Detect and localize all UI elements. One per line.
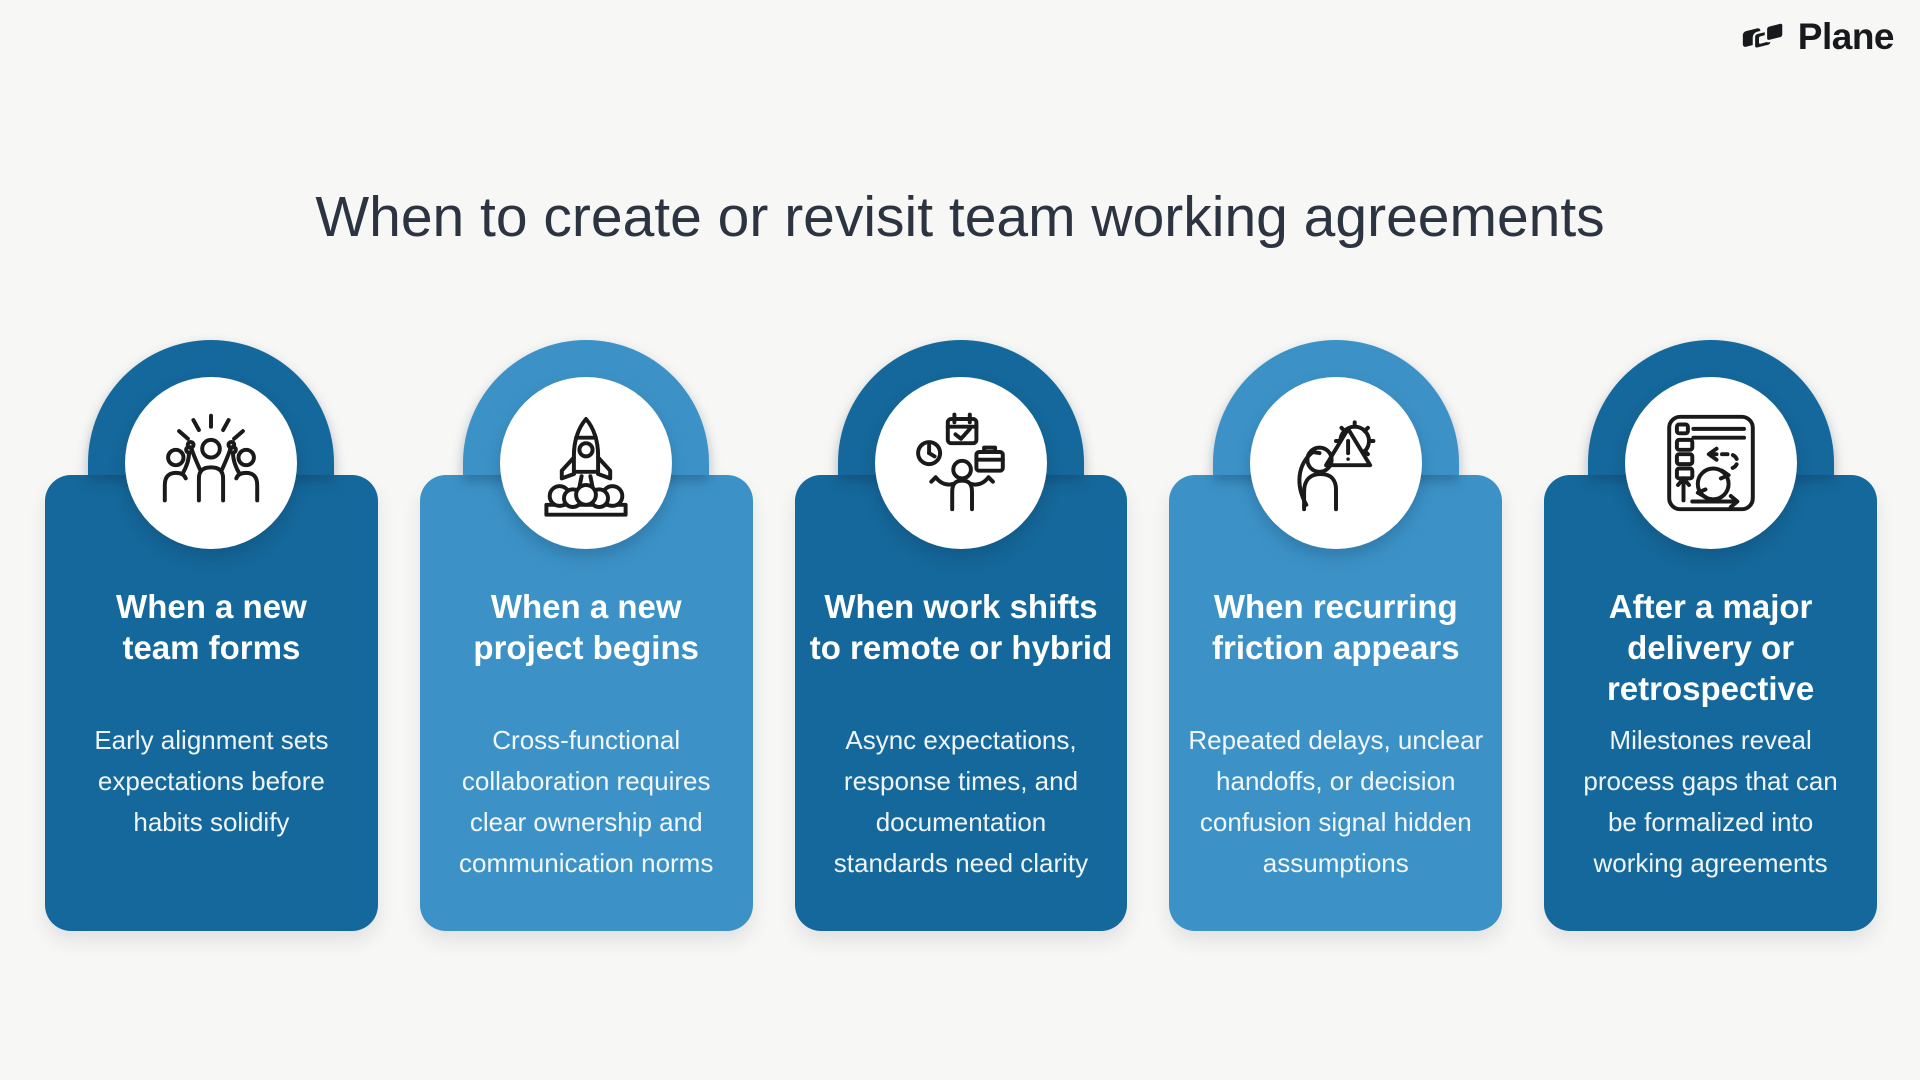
card-body: Repeated delays, unclear handoffs, or de… [1188, 725, 1484, 878]
card-title: When a new project begins [473, 588, 699, 666]
card-recurring-friction: When recurring friction appears Repeated… [1169, 340, 1503, 931]
card-panel: After a major delivery or retrospective … [1544, 475, 1877, 931]
card-new-project: When a new project begins Cross-function… [419, 340, 753, 931]
card-panel: When work shifts to remote or hybrid Asy… [794, 475, 1128, 931]
shifting-work-icon [916, 412, 1005, 512]
card-remote-hybrid: When work shifts to remote or hybrid Asy… [794, 340, 1128, 931]
card-icon-circle [1249, 377, 1422, 549]
card-body: Cross-functional collaboration requires … [459, 725, 714, 878]
card-title: When a new team forms [116, 588, 307, 666]
card-icon-circle [125, 377, 298, 549]
card-body: Async expectations, response times, and … [833, 725, 1089, 878]
brand-logo: Plane [1741, 16, 1895, 58]
card-body: Early alignment sets expectations before… [94, 725, 329, 837]
team-celebration-icon [163, 413, 260, 503]
page-title: When to create or revisit team working a… [315, 185, 1605, 249]
card-body: Milestones reveal process gaps that can … [1583, 725, 1838, 878]
card-icon-circle [1624, 377, 1797, 549]
card-panel: When a new team forms Early alignment se… [45, 475, 378, 931]
cards-row: When a new team forms Early alignment se… [45, 340, 1877, 931]
retrospective-icon [1666, 414, 1755, 512]
card-retrospective: After a major delivery or retrospective … [1544, 340, 1877, 931]
card-panel: When recurring friction appears Repeated… [1169, 475, 1503, 931]
card-icon-circle [874, 377, 1047, 549]
plane-logo-icon [1742, 21, 1785, 51]
rocket-launch-icon [544, 417, 628, 517]
card-title: After a major delivery or retrospective [1606, 588, 1815, 707]
card-title: When work shifts to remote or hybrid [809, 588, 1113, 666]
recurring-friction-icon [1297, 420, 1376, 512]
card-new-team: When a new team forms Early alignment se… [45, 340, 378, 931]
card-panel: When a new project begins Cross-function… [419, 475, 753, 931]
card-title: When recurring friction appears [1212, 588, 1460, 666]
brand-name: Plane [1797, 16, 1895, 57]
card-icon-circle [500, 377, 673, 549]
